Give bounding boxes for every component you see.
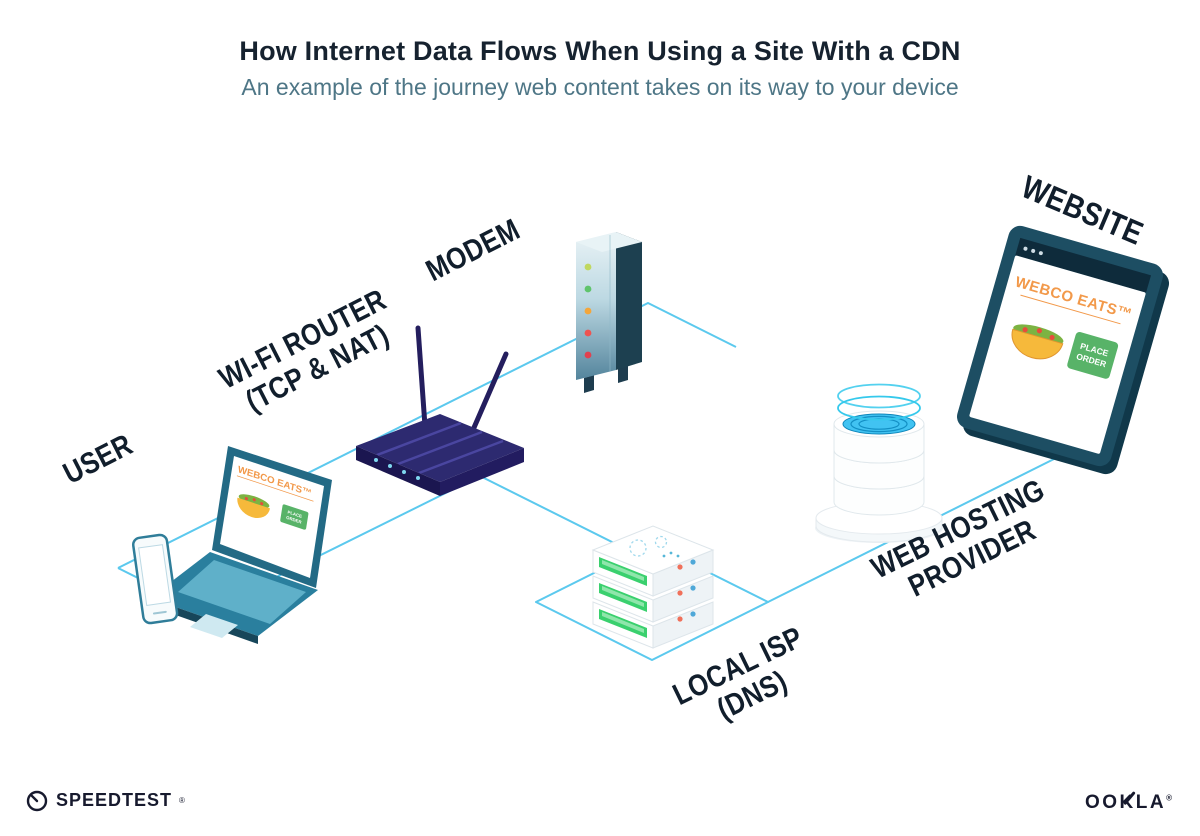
server-dot-orange (677, 590, 683, 596)
wifi-router-illustration (348, 318, 533, 513)
server-top-ring-small (654, 535, 668, 549)
website-brand-underline (1020, 294, 1121, 325)
server-tier-right (652, 575, 714, 623)
router-led (416, 476, 420, 480)
router-vent-line (418, 439, 504, 475)
page-title: How Internet Data Flows When Using a Sit… (239, 36, 961, 66)
website-taco-tomato (1036, 328, 1043, 334)
hosting-water-ring (850, 415, 908, 433)
laptop-taco-tomato (252, 498, 256, 502)
hosting-signal-ring (837, 383, 921, 409)
laptop-trackpad (190, 614, 238, 638)
server-top-face (591, 525, 715, 575)
server-top-ring-large (629, 539, 647, 557)
modem-top-face (576, 232, 642, 252)
page-subtitle: An example of the journey web content ta… (241, 74, 959, 100)
modem-led (584, 307, 592, 315)
phone-home-line (152, 610, 167, 615)
website-topbar-dot (1038, 251, 1043, 256)
laptop-keyboard (178, 560, 306, 624)
isp-server-illustration (578, 508, 728, 673)
website-screen (969, 255, 1146, 454)
laptop-order-button (280, 504, 309, 530)
laptop-taco-tomato (244, 496, 248, 501)
website-taco-shell (1011, 328, 1064, 360)
router-led (374, 458, 378, 462)
server-top-dot (676, 554, 680, 558)
router-vent-line (376, 421, 462, 457)
laptop-order-button-line2: ORDER (286, 515, 303, 525)
modem-led (584, 285, 592, 293)
server-green-bar-highlight (602, 612, 644, 633)
server-dot-blue (690, 611, 696, 617)
speedtest-gauge-icon (26, 790, 48, 812)
laptop-brand-underline (236, 475, 314, 502)
modem-right-face (616, 232, 642, 370)
website-topbar (1015, 237, 1152, 293)
router-front-right-face (440, 448, 524, 496)
server-green-bar-highlight (602, 586, 644, 607)
modem-led (584, 329, 592, 337)
speedtest-trademark: ® (179, 795, 185, 805)
server-top-dot (662, 554, 666, 558)
server-top-dot (669, 551, 673, 555)
modem-illustration (556, 222, 666, 400)
modem-led (584, 351, 592, 359)
website-topbar-dot (1023, 246, 1028, 251)
laptop-taco-shell (237, 497, 270, 519)
modem-foot-left (584, 375, 594, 393)
web-hosting-illustration (812, 360, 947, 550)
ookla-trademark: ® (1166, 793, 1172, 803)
speedtest-logo: SPEEDTEST ® (25, 788, 185, 812)
website-illustration: WEBCO EATS™ PLACE ORDER (950, 205, 1180, 490)
router-vent-line (397, 430, 483, 466)
router-led (402, 470, 406, 474)
website-taco-tomato (1022, 327, 1028, 333)
server-dot-orange (677, 616, 683, 622)
server-green-bar-highlight (602, 560, 644, 581)
server-tier-right (652, 601, 714, 649)
modem-foot-right (618, 365, 628, 383)
server-dot-blue (690, 585, 696, 591)
hosting-signal-ring (837, 395, 921, 421)
laptop-taco-tomato (260, 502, 264, 506)
laptop-screen (220, 456, 324, 578)
server-dot-orange (677, 564, 683, 570)
laptop-order-button-line1: PLACE (287, 509, 302, 519)
website-taco-tomato (1049, 334, 1055, 341)
website-place-order-button (1067, 331, 1119, 379)
speedtest-wordmark: SPEEDTEST (56, 789, 173, 810)
user-device-illustration: WEBCO EATS™ PLACE ORDER (110, 428, 360, 678)
modem-led (584, 263, 592, 271)
website-topbar-dot (1031, 248, 1036, 253)
phone-screen (138, 544, 172, 606)
server-dot-blue (690, 559, 696, 565)
router-led (388, 464, 392, 468)
ookla-logo: OOKLA® (1085, 791, 1172, 814)
